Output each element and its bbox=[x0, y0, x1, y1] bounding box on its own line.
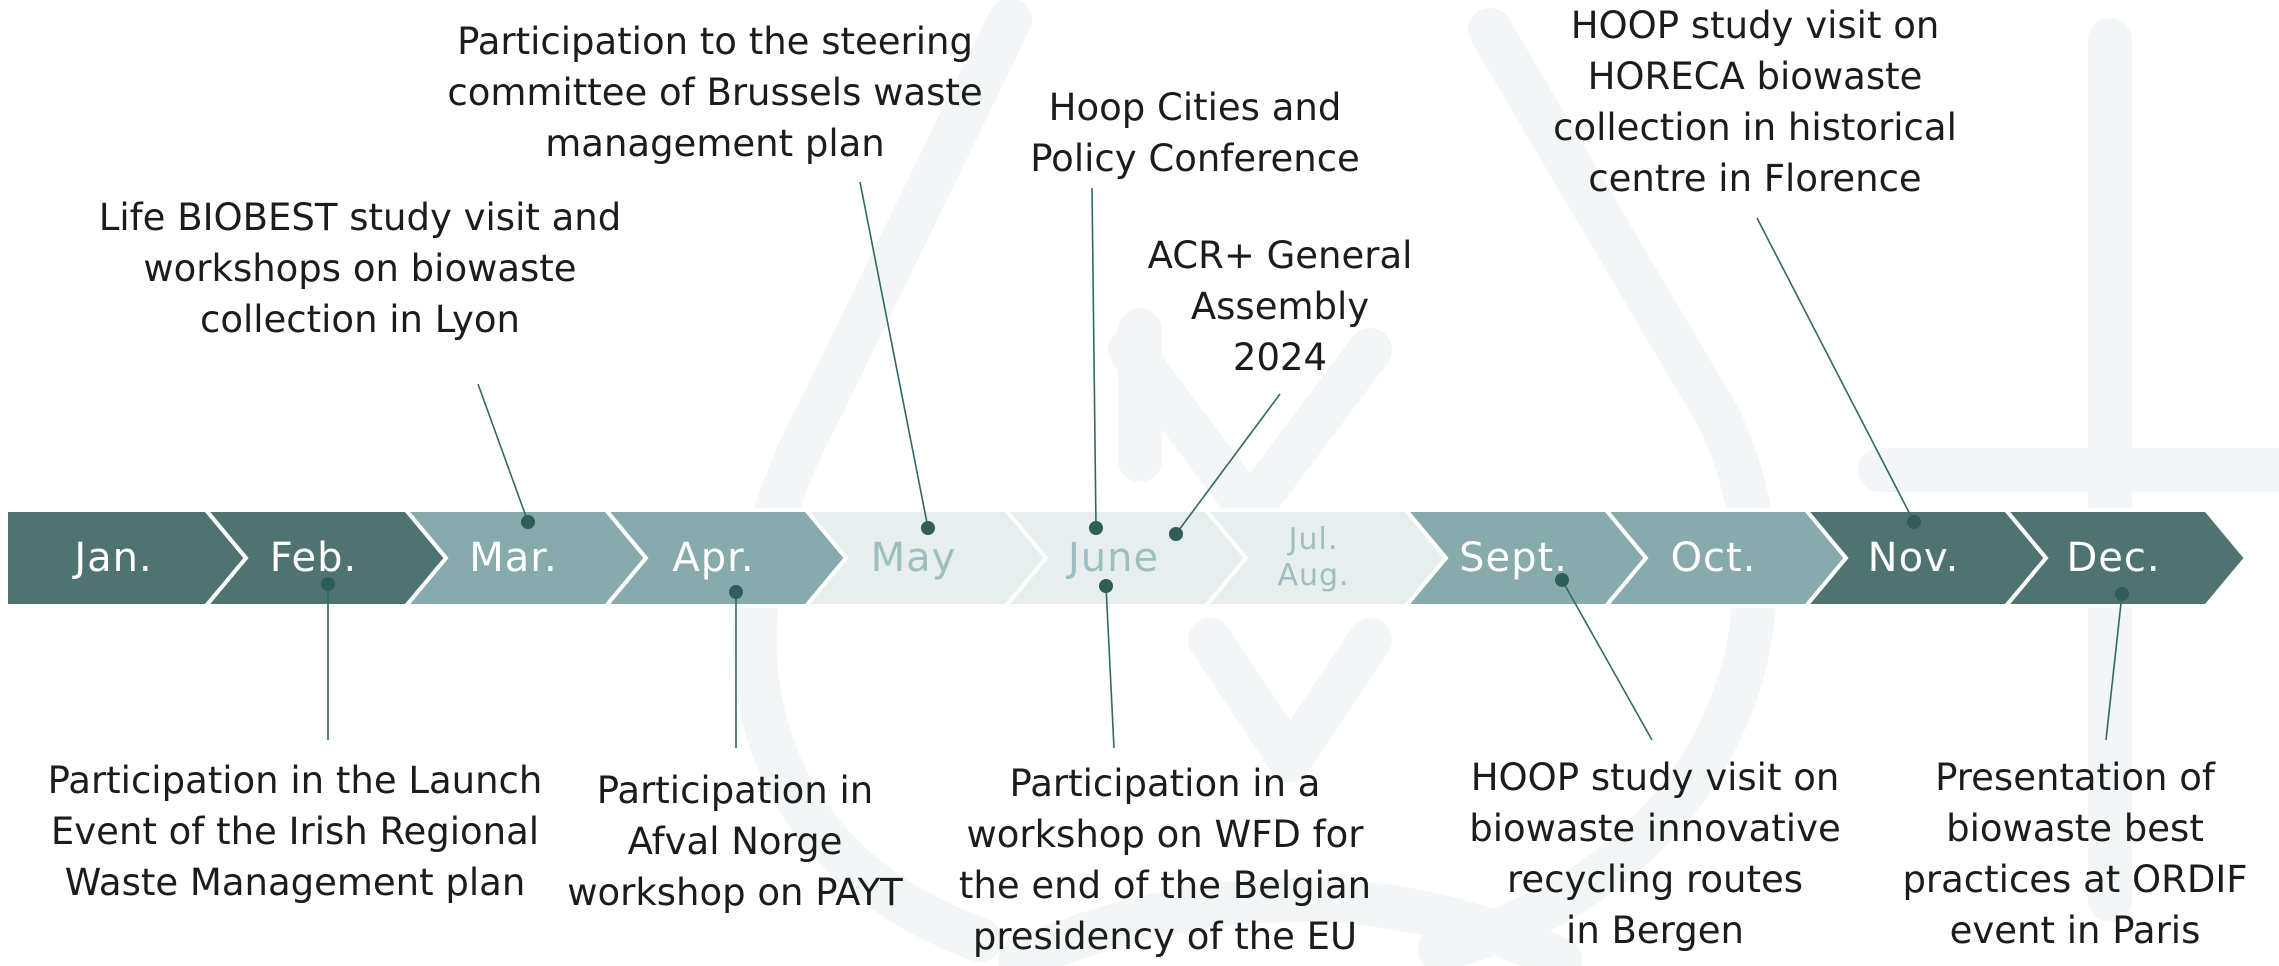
month-feb: Feb. bbox=[269, 535, 358, 581]
month-jul-aug: Jul.Aug. bbox=[1277, 522, 1350, 593]
month-sept: Sept. bbox=[1459, 535, 1568, 581]
month-mar: Mar. bbox=[469, 535, 558, 581]
month-nov: Nov. bbox=[1867, 535, 1960, 581]
month-june: June bbox=[1067, 535, 1160, 581]
month-oct: Oct. bbox=[1670, 535, 1757, 581]
month-may: May bbox=[870, 535, 957, 581]
month-chevron bbox=[2001, 508, 2249, 608]
month-jan: Jan. bbox=[74, 535, 153, 581]
month-dec: Dec. bbox=[2066, 535, 2161, 581]
month-apr: Apr. bbox=[672, 535, 755, 581]
